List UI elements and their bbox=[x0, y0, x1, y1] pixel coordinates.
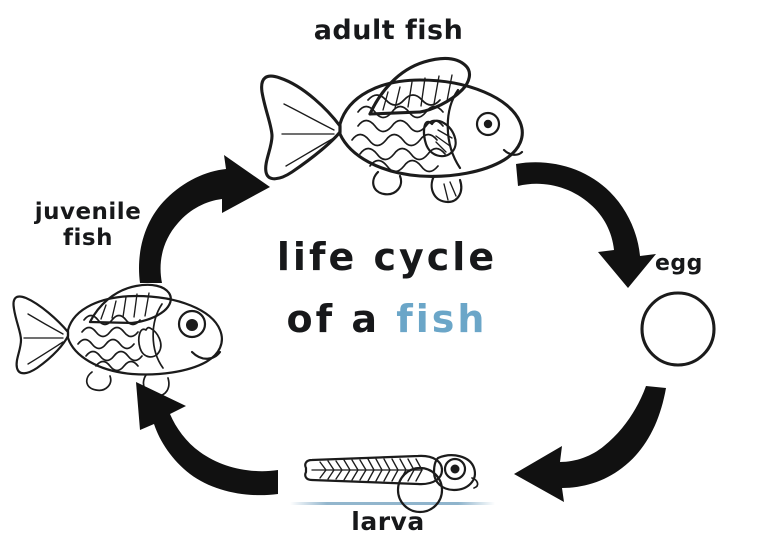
egg-illustration bbox=[640, 291, 716, 367]
adult-fish-illustration bbox=[260, 56, 524, 204]
juvenile-fish-illustration bbox=[12, 283, 223, 397]
arrow-juvenile-to-adult bbox=[139, 155, 270, 283]
title-line-1: life cycle bbox=[276, 235, 498, 279]
page-title: life cycle of a fish bbox=[232, 238, 542, 338]
larva-illustration bbox=[304, 454, 479, 514]
arrow-adult-to-egg bbox=[516, 162, 656, 288]
label-adult-fish: adult fish bbox=[313, 15, 464, 46]
arrow-egg-to-larva bbox=[514, 386, 666, 502]
label-juvenile-fish: juvenile fish bbox=[18, 199, 158, 252]
label-egg: egg bbox=[655, 251, 703, 276]
label-larva: larva bbox=[351, 507, 425, 536]
label-juvenile-fish-line1: juvenile bbox=[34, 199, 142, 225]
waterline bbox=[290, 502, 495, 505]
title-accent-word: fish bbox=[396, 297, 488, 341]
title-line-2: of a fish bbox=[232, 300, 542, 338]
label-juvenile-fish-line2: fish bbox=[63, 224, 113, 251]
title-prefix: of a bbox=[286, 297, 397, 341]
arrow-larva-to-juvenile bbox=[136, 382, 278, 496]
